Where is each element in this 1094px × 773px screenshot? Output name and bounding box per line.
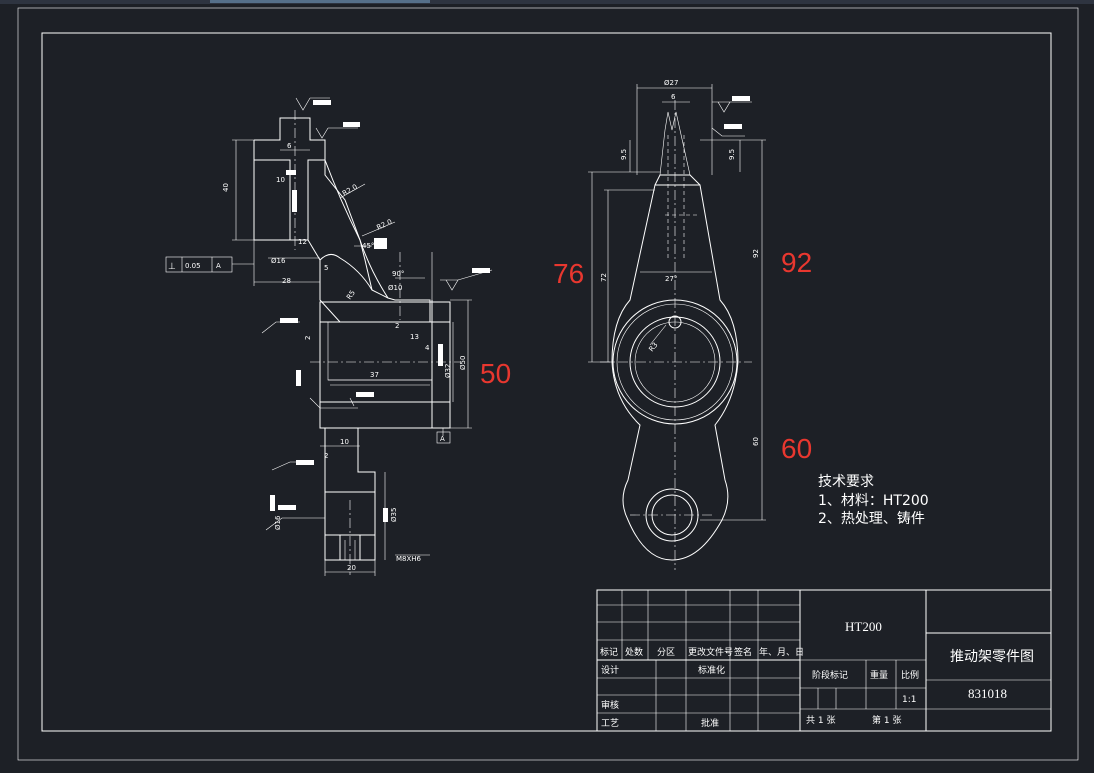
tech-notes-title: 技术要求 xyxy=(818,474,874,490)
dim-r5: R5 xyxy=(345,289,357,301)
tb-stage: 阶段标记 xyxy=(812,669,848,681)
sheet-inner-border xyxy=(41,32,1052,732)
tolerance-frame xyxy=(165,256,233,273)
dim-5: 5 xyxy=(324,264,328,272)
left-section-view: ⊥ 0.05 A A 40 6 10 R2.0 R2.0 12 Ø16 28 5… xyxy=(165,97,493,576)
datum-tag: A xyxy=(440,435,445,443)
tb-h-count: 处数 xyxy=(625,646,643,658)
right-front-view: Ø27 6 9.5 9.5 72 92 60 27° R3 xyxy=(588,79,766,570)
dim-20: 20 xyxy=(347,564,356,572)
sheet-outer-border xyxy=(17,7,1079,761)
dim-45: 45° xyxy=(362,242,374,250)
dim-95b: 9.5 xyxy=(728,149,736,160)
dim-m8: M8XH6 xyxy=(396,555,422,563)
dim-r3: R3 xyxy=(647,341,659,353)
tb-h-zone: 分区 xyxy=(657,647,675,658)
tb-review: 审核 xyxy=(601,699,619,711)
dim-2c: 2 xyxy=(324,452,328,460)
dim-d16: Ø16 xyxy=(271,257,286,265)
tb-drawing-no: 831018 xyxy=(968,686,1007,701)
dim-95a: 9.5 xyxy=(620,149,628,160)
tech-notes: 技术要求 1、材料：HT200 2、热处理、铸件 xyxy=(818,474,929,527)
tb-h-doc: 更改文件号 xyxy=(688,646,733,658)
dim-12: 12 xyxy=(298,238,307,246)
dim-28: 28 xyxy=(282,277,291,285)
tb-scale: 1:1 xyxy=(902,695,916,705)
callout-60: 60 xyxy=(781,433,812,464)
tb-approve: 批准 xyxy=(701,717,719,729)
tb-h-sign: 签名 xyxy=(734,646,752,658)
tolerance-symbol: ⊥ xyxy=(168,262,176,272)
dim-d10: Ø10 xyxy=(388,284,402,292)
tb-sheet-no: 第 1 张 xyxy=(872,714,901,726)
dim-4: 4 xyxy=(425,344,430,352)
dim-6r: 6 xyxy=(671,93,676,101)
tb-standardize: 标准化 xyxy=(698,664,725,676)
callout-76: 76 xyxy=(553,258,584,289)
dim-6: 6 xyxy=(287,142,292,150)
dim-r20b: R2.0 xyxy=(375,218,393,232)
dim-92: 92 xyxy=(752,249,760,258)
callout-50: 50 xyxy=(480,358,511,389)
tab-highlight xyxy=(210,0,430,3)
tb-design: 设计 xyxy=(601,664,619,676)
dim-13: 13 xyxy=(410,333,419,341)
dim-90: 90° xyxy=(392,270,404,278)
dim-d16b: Ø16 xyxy=(274,515,282,530)
tolerance-datum: A xyxy=(216,262,221,270)
dim-37: 37 xyxy=(370,371,379,379)
hatch-boss-bottom xyxy=(319,401,451,429)
dim-60: 60 xyxy=(752,437,760,446)
lever-outline xyxy=(611,184,739,561)
title-block: HT200 推动架零件图 831018 标记 处数 分区 更改文件号 签名 年、… xyxy=(596,589,1052,732)
dim-d50: Ø50 xyxy=(459,356,467,370)
dim-r20: R2.0 xyxy=(341,183,359,198)
dim-40: 40 xyxy=(222,183,230,192)
window-top-strip xyxy=(0,0,1094,4)
hatch-lower-neck xyxy=(324,427,376,493)
hatch-top-left xyxy=(253,159,291,241)
tech-note-1: 1、材料：HT200 xyxy=(818,493,929,509)
lower-bore xyxy=(324,491,376,536)
hatch-arm xyxy=(307,159,431,323)
tb-process: 工艺 xyxy=(601,718,619,729)
tb-h-date: 年、月、日 xyxy=(759,646,804,658)
callout-92: 92 xyxy=(781,247,812,278)
dim-2b: 2 xyxy=(395,322,399,330)
dim-72: 72 xyxy=(600,273,608,282)
tb-part-name: 推动架零件图 xyxy=(950,649,1034,665)
dim-10: 10 xyxy=(276,176,285,184)
dim-2: 2 xyxy=(304,336,312,340)
tb-h-mark: 标记 xyxy=(600,646,618,658)
tb-ratio: 比例 xyxy=(901,669,919,681)
tb-weight: 重量 xyxy=(870,669,888,681)
tolerance-value: 0.05 xyxy=(185,262,201,270)
tb-material: HT200 xyxy=(845,619,882,634)
dim-10c: 10 xyxy=(340,438,349,446)
datum-tag-box xyxy=(436,431,451,444)
dim-a27: 27° xyxy=(665,275,677,283)
dim-d32: Ø32 xyxy=(444,364,452,378)
tech-note-2: 2、热处理、铸件 xyxy=(818,511,925,527)
dim-d35: Ø35 xyxy=(390,508,398,522)
dim-d27: Ø27 xyxy=(664,79,678,87)
tb-sheets-total: 共 1 张 xyxy=(806,715,835,726)
